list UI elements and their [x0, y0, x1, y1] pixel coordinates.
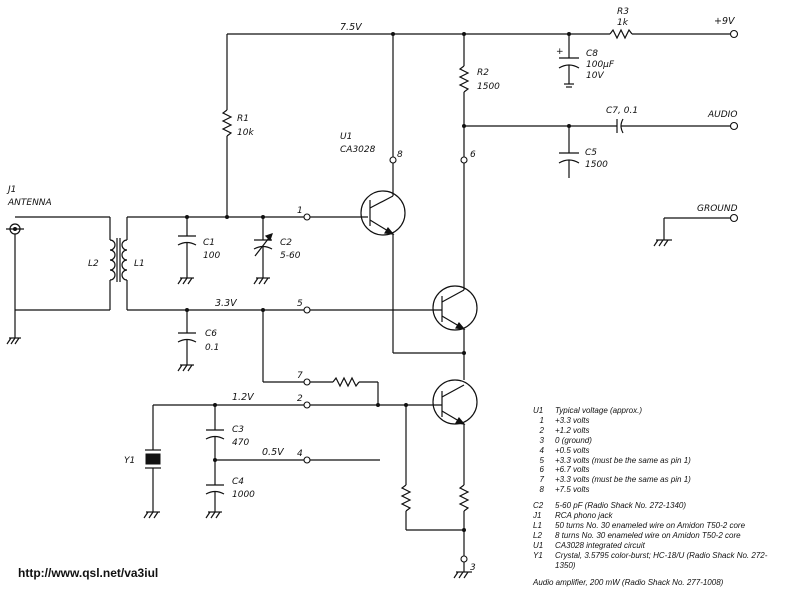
- c3-label: C3: [232, 425, 244, 435]
- pin-voltage: +3.3 volts: [555, 415, 590, 425]
- pin-number: 4: [539, 445, 544, 455]
- part-desc: 50 turns No. 30 enameled wire on Amidon …: [555, 520, 746, 530]
- u1-part-label: CA3028: [340, 145, 376, 155]
- plus9v-terminal[interactable]: [729, 29, 739, 39]
- antenna-label: ANTENNA: [7, 198, 52, 208]
- part-desc: 5-60 pF (Radio Shack No. 272-1340): [555, 501, 687, 511]
- c5-value: 1500: [585, 160, 608, 170]
- part-ref: U1: [533, 540, 544, 550]
- c3-value: 470: [232, 438, 249, 448]
- pin-voltage: +3.3 volts (must be the same as pin 1): [555, 455, 691, 465]
- pin-number: 8: [539, 485, 544, 495]
- c4-value: 1000: [232, 490, 255, 500]
- y1-crystal: [145, 453, 161, 465]
- c8-plus-sign: +: [556, 47, 564, 57]
- node-1v2-label: 1.2V: [232, 392, 255, 403]
- pin2-label: 2: [297, 394, 303, 404]
- r2-label: R2: [477, 68, 489, 78]
- node-0v5-label: 0.5V: [262, 447, 285, 458]
- c2-value: 5-60: [280, 251, 301, 261]
- pin3-label: 3: [470, 563, 476, 573]
- c5-label: C5: [585, 148, 597, 158]
- part-ref: C2: [533, 501, 544, 511]
- c1-label: C1: [203, 238, 215, 248]
- pin6: [460, 156, 468, 164]
- notes-u1-heading: Typical voltage (approx.): [555, 406, 642, 415]
- pin-number: 1: [539, 415, 544, 425]
- r1-label: R1: [237, 114, 249, 124]
- l2-label: L2: [88, 259, 99, 269]
- pin5-label: 5: [297, 299, 303, 309]
- pin-voltage: +6.7 volts: [555, 465, 590, 475]
- pin-number: 2: [539, 425, 544, 435]
- c6-value: 0.1: [205, 343, 219, 353]
- plus9v-label: +9V: [714, 16, 736, 27]
- audio-label: AUDIO: [707, 110, 737, 120]
- r3-value: 1k: [617, 18, 629, 28]
- part-ref: L2: [533, 530, 542, 540]
- notes-u1-key: U1: [533, 406, 544, 415]
- pin-voltage: +0.5 volts: [555, 445, 590, 455]
- c8-voltage: 10V: [586, 71, 604, 81]
- r3-resistor: [609, 28, 633, 40]
- u1-package: [307, 160, 505, 559]
- node-3v3-label: 3.3V: [215, 298, 238, 309]
- c2-label: C2: [280, 238, 292, 248]
- c6-label: C6: [205, 329, 217, 339]
- c7-label: C7, 0.1: [606, 106, 638, 116]
- part-desc: CA3028 integrated circuit: [555, 540, 645, 550]
- r1-value: 10k: [237, 128, 254, 138]
- part-desc: Crystal, 3.5795 color-burst; HC-18/U (Ra…: [555, 550, 768, 570]
- pin-number: 5: [539, 455, 544, 465]
- part-ref: Y1: [533, 550, 543, 560]
- rail-voltage-label: 7.5V: [340, 22, 363, 33]
- pin6-label: 6: [470, 150, 476, 160]
- audio-terminal[interactable]: [729, 121, 739, 131]
- c8-label: C8: [586, 49, 598, 59]
- r2-value: 1500: [477, 82, 500, 92]
- part-ref: J1: [533, 511, 542, 521]
- source-url[interactable]: http://www.qsl.net/va3iul: [18, 566, 159, 580]
- pin-number: 3: [539, 435, 544, 445]
- pin4-label: 4: [297, 449, 303, 459]
- pin7-label: 7: [297, 371, 303, 381]
- l1-label: L1: [134, 259, 145, 269]
- r2-resistor: [458, 65, 470, 93]
- part-ref: L1: [533, 520, 542, 530]
- ground-label: GROUND: [697, 204, 738, 214]
- u1-label: U1: [340, 132, 352, 142]
- pin-voltage: +3.3 volts (must be the same as pin 1): [555, 475, 691, 485]
- pin-number: 7: [539, 475, 544, 485]
- y1-label: Y1: [124, 456, 135, 466]
- j1-label: J1: [6, 185, 16, 195]
- part-desc: RCA phono jack: [555, 511, 613, 521]
- pin-number: 6: [539, 465, 544, 475]
- pin-voltage: 0 (ground): [555, 435, 592, 445]
- pin8: [389, 156, 397, 164]
- pin-voltage: +7.5 volts: [555, 485, 590, 495]
- pin-voltage: +1.2 volts: [555, 425, 590, 435]
- c1-value: 100: [203, 251, 220, 261]
- c4-label: C4: [232, 477, 244, 487]
- r3-label: R3: [617, 7, 629, 17]
- parts-notes: U1 Typical voltage (approx.) 1 +3.3 volts …: [533, 406, 795, 587]
- audio-amp-note: Audio amplifier, 200 mW (Radio Shack No.…: [533, 577, 724, 587]
- r1-resistor: [221, 109, 233, 137]
- part-desc: 8 turns No. 30 enameled wire on Amidon T…: [555, 530, 741, 540]
- ground-terminal[interactable]: [729, 213, 739, 223]
- pin8-label: 8: [397, 150, 403, 160]
- pin1-label: 1: [297, 206, 303, 216]
- c8-value: 100µF: [586, 60, 615, 70]
